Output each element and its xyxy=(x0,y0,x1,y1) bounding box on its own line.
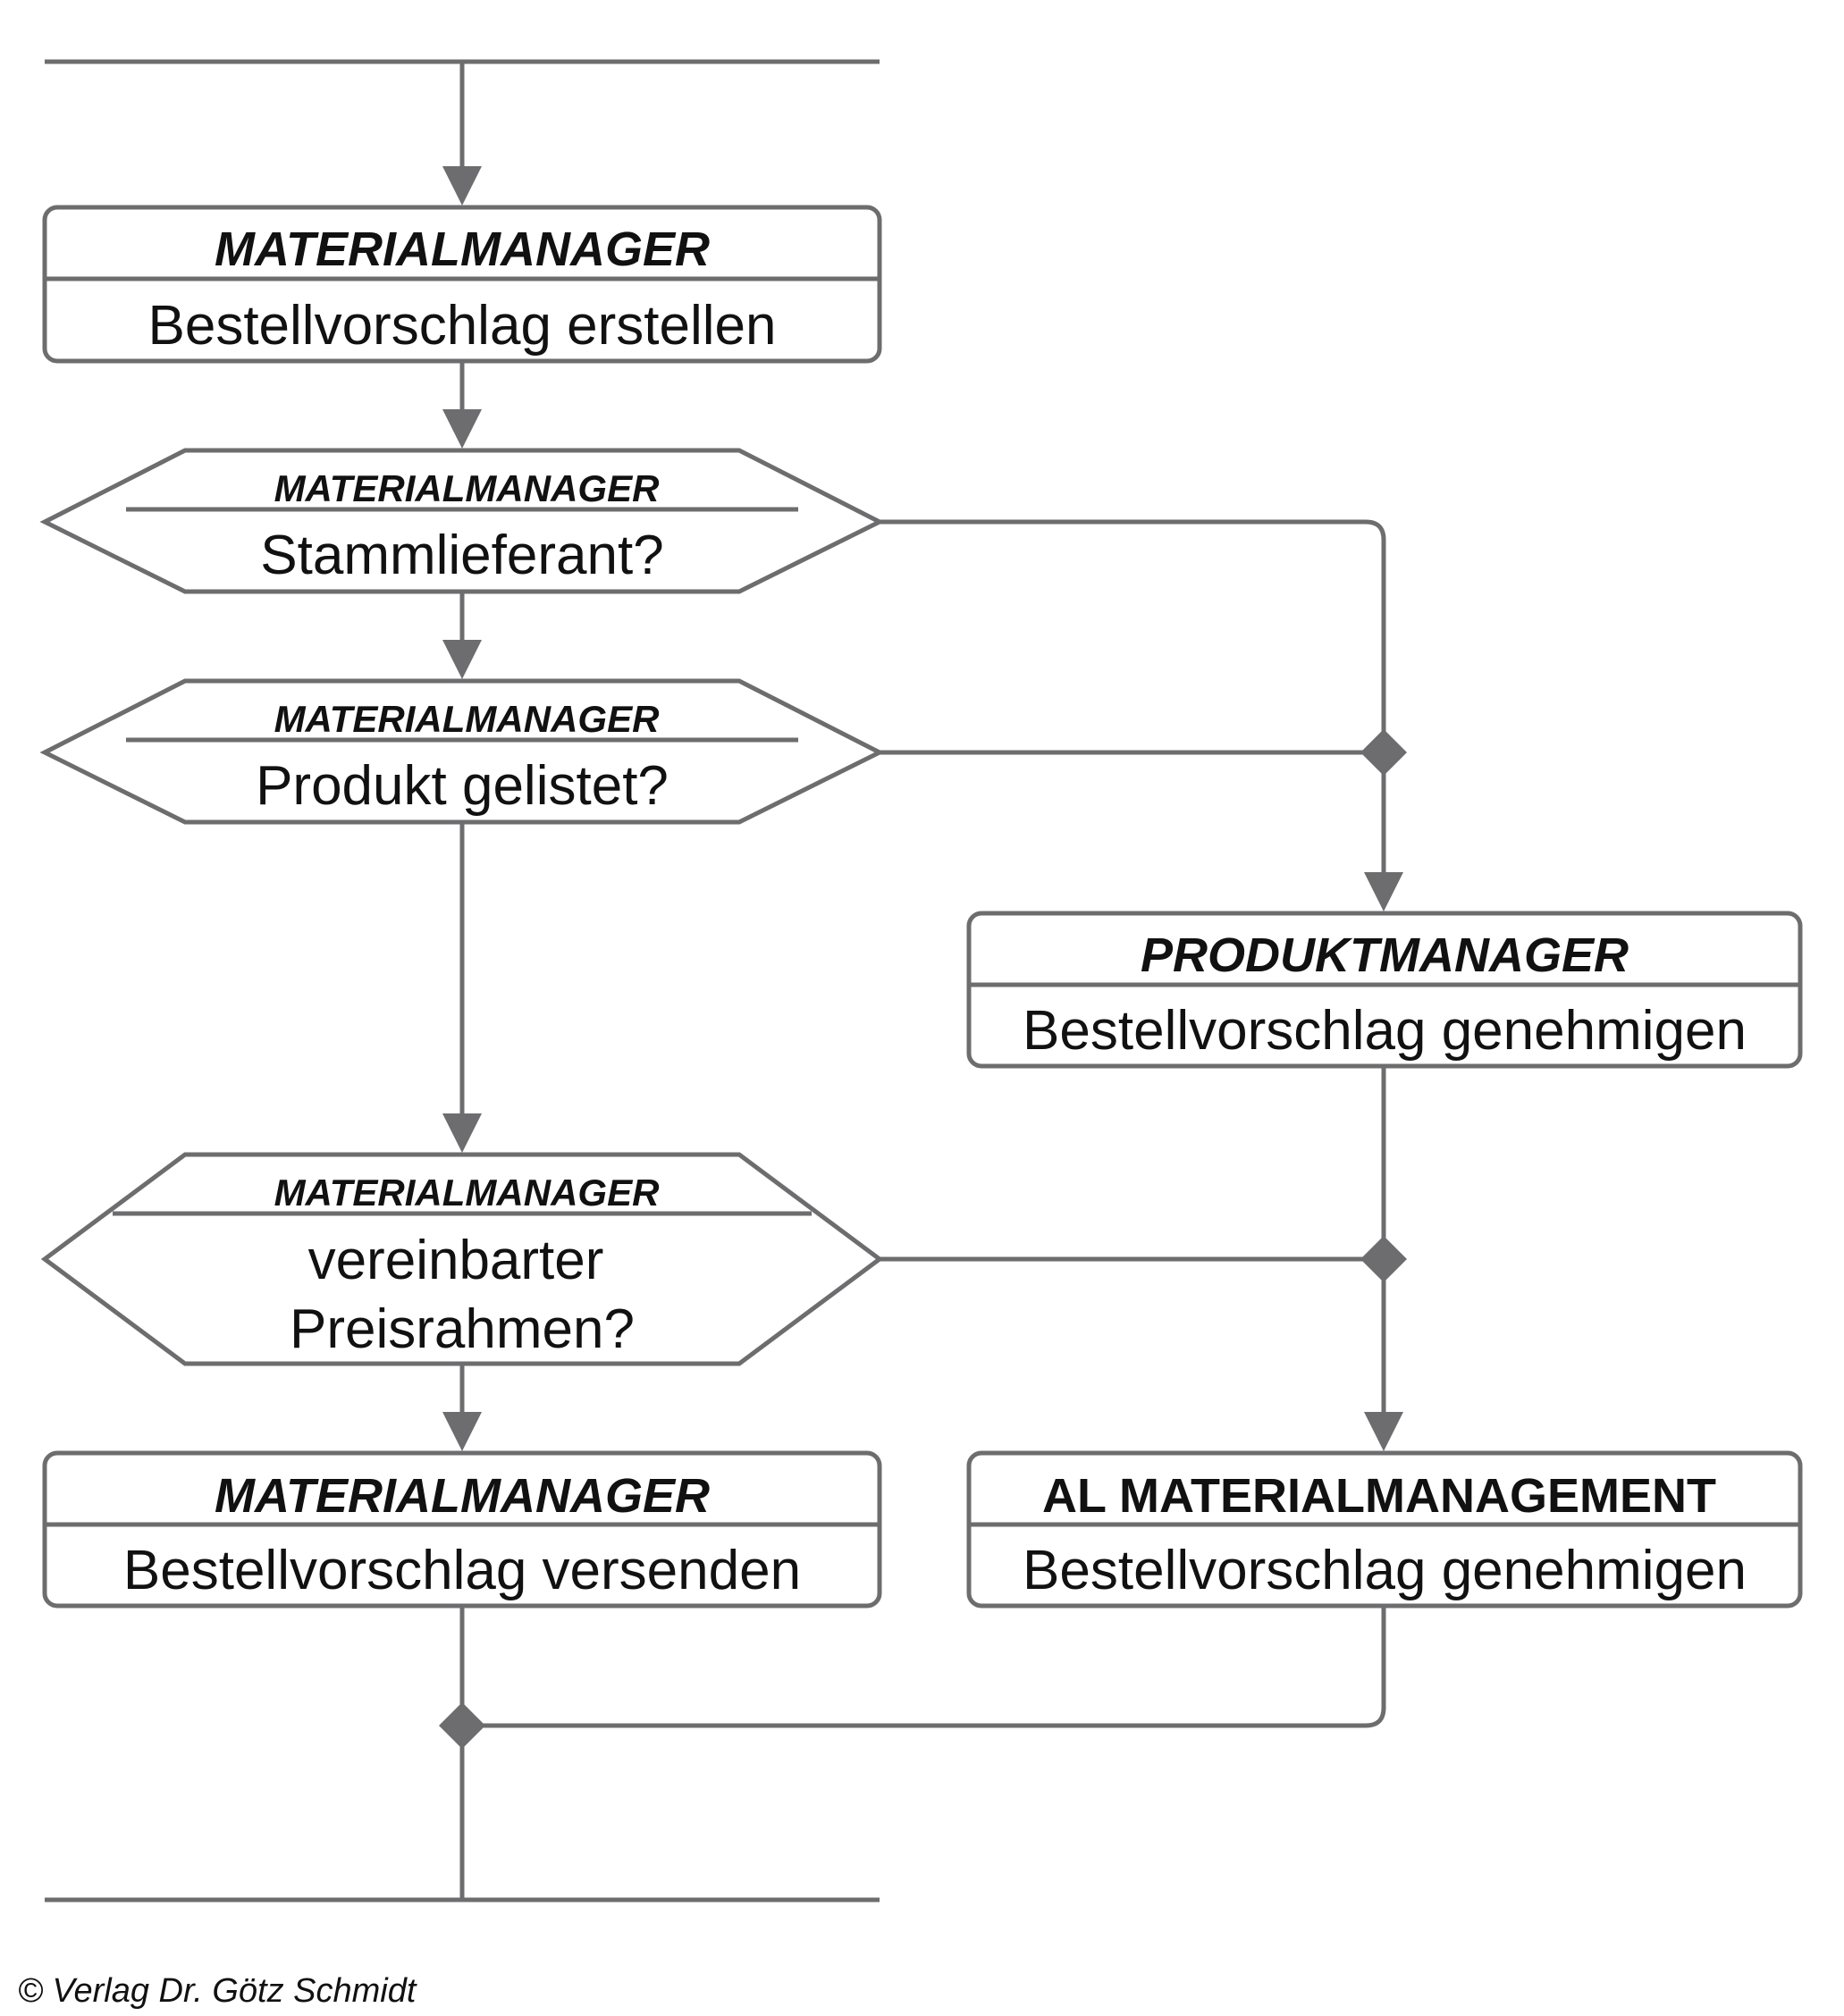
decision-regular-supplier: MATERIALMANAGER Stammlieferant? xyxy=(39,448,885,594)
decision-listed-role: MATERIALMANAGER xyxy=(274,698,661,740)
activity-create-role: MATERIALMANAGER xyxy=(215,223,710,276)
arrowhead-price xyxy=(442,1113,482,1153)
activity-pm-approve: PRODUKTMANAGER Bestellvorschlag genehmig… xyxy=(966,911,1803,1069)
decision-price-label-line1: vereinbarter xyxy=(308,1230,604,1291)
activity-pm-role: PRODUKTMANAGER xyxy=(1141,928,1629,982)
arrowhead-pm-approve xyxy=(1364,872,1403,911)
arrowhead-supplier xyxy=(442,409,482,449)
activity-send-proposal: MATERIALMANAGER Bestellvorschlag versend… xyxy=(42,1450,882,1609)
decision-price-range: MATERIALMANAGER vereinbarter Preisrahmen… xyxy=(40,1152,884,1366)
decision-listed-label: Produkt gelistet? xyxy=(256,755,669,817)
activity-al-approve: AL MATERIALMANAGEMENT Bestellvorschlag g… xyxy=(966,1450,1803,1609)
connector-supplier-no-branch xyxy=(880,519,1386,733)
decision-price-role: MATERIALMANAGER xyxy=(274,1172,661,1214)
activity-send-role: MATERIALMANAGER xyxy=(215,1469,710,1523)
arrowhead-create xyxy=(442,166,482,206)
connector-al-to-merge3 xyxy=(462,1606,1386,1728)
merge-diamond-1 xyxy=(1360,729,1407,776)
activity-pm-label: Bestellvorschlag genehmigen xyxy=(1023,1000,1747,1062)
decision-price-label-line2: Preisrahmen? xyxy=(290,1298,635,1360)
copyright-notice: © Verlag Dr. Götz Schmidt xyxy=(18,1972,417,2010)
arrowhead-al-approve xyxy=(1364,1412,1403,1451)
arrowhead-listed xyxy=(442,640,482,679)
merge-diamond-2 xyxy=(1360,1236,1407,1282)
activity-al-role: AL MATERIALMANAGEMENT xyxy=(1042,1469,1716,1523)
arrowhead-send xyxy=(442,1412,482,1451)
activity-send-label: Bestellvorschlag versenden xyxy=(123,1540,801,1601)
activity-create-proposal: MATERIALMANAGER Bestellvorschlag erstell… xyxy=(42,205,882,364)
merge-diamond-3 xyxy=(439,1702,485,1749)
activity-al-label: Bestellvorschlag genehmigen xyxy=(1023,1540,1747,1601)
activity-create-label: Bestellvorschlag erstellen xyxy=(147,295,776,357)
decision-supplier-label: Stammlieferant? xyxy=(260,525,663,586)
decision-supplier-role: MATERIALMANAGER xyxy=(274,467,661,509)
decision-product-listed: MATERIALMANAGER Produkt gelistet? xyxy=(39,678,885,825)
